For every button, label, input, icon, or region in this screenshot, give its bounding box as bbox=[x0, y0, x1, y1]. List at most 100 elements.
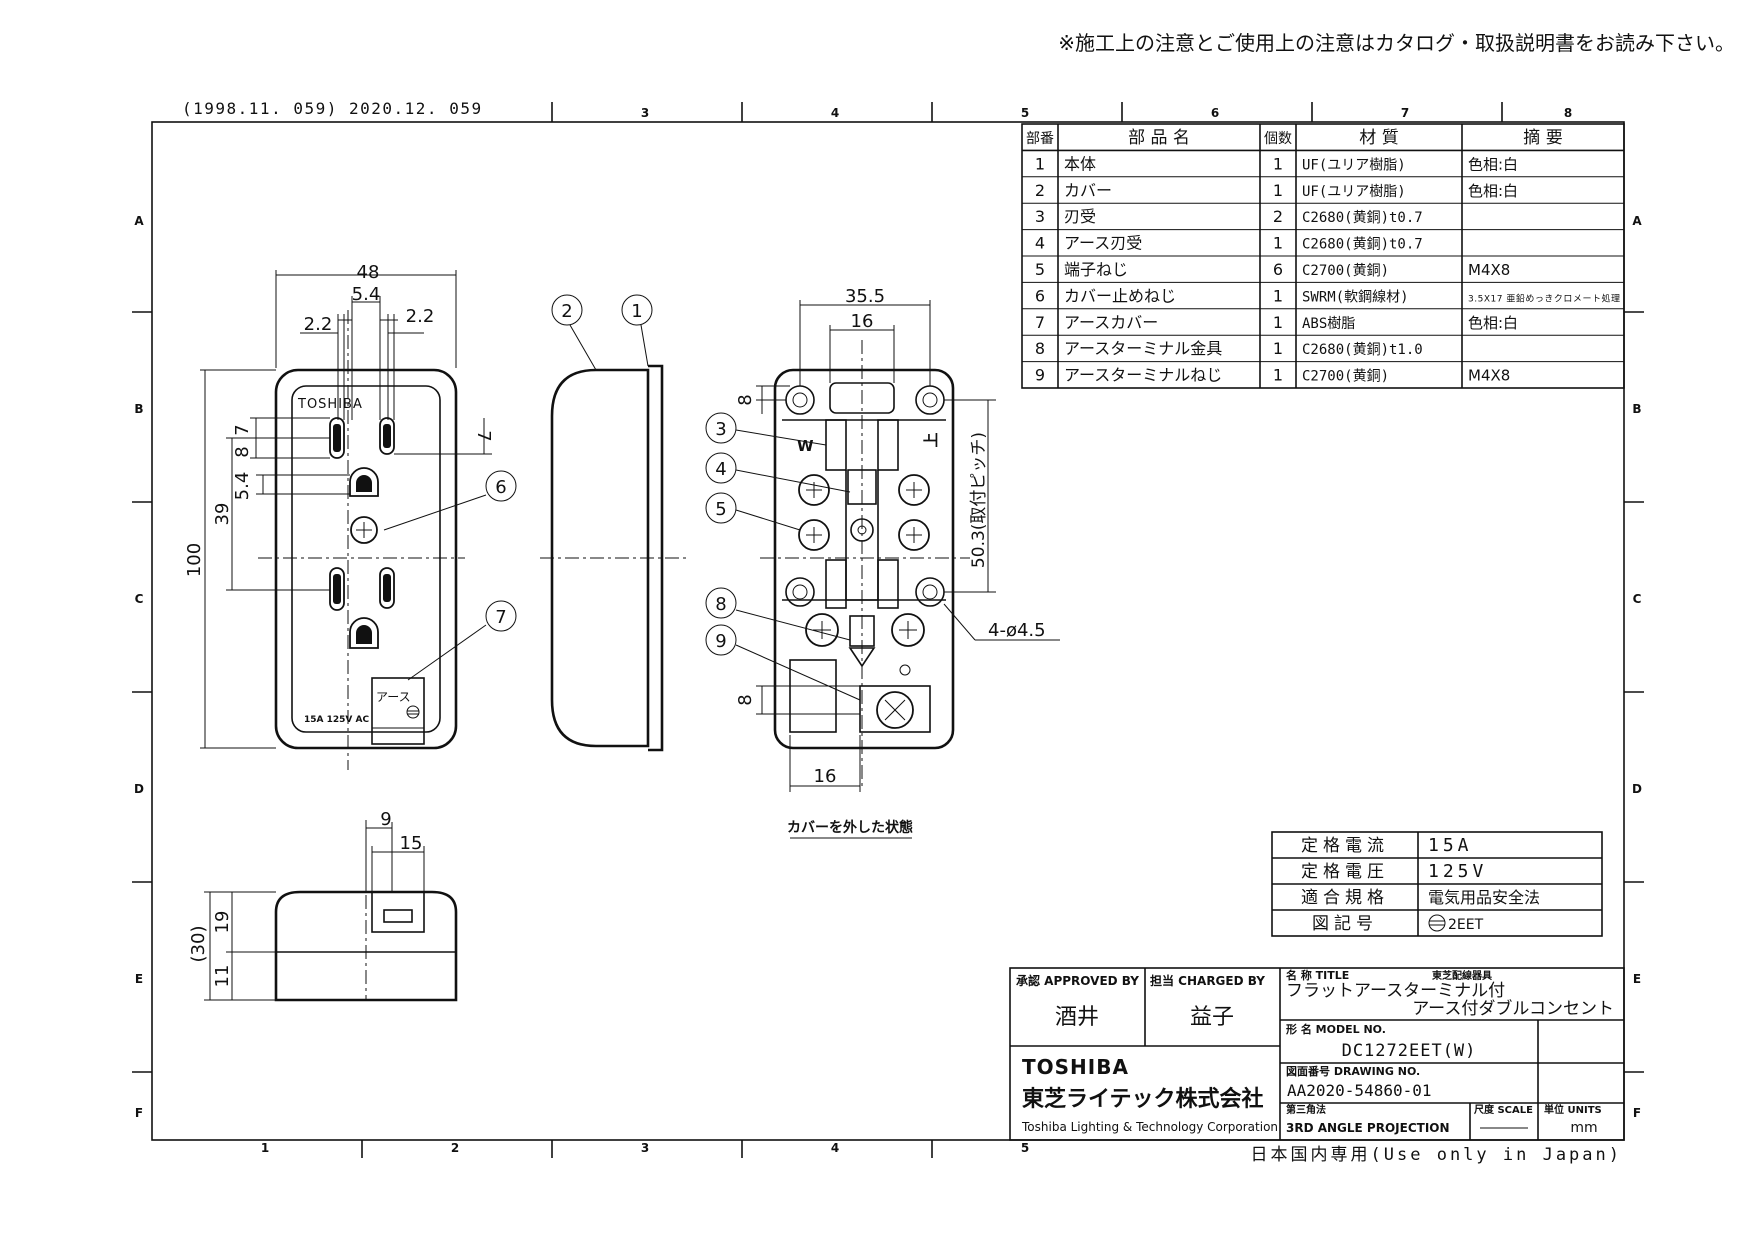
parts-table-cell: 1 bbox=[1273, 181, 1283, 200]
dim-7-left: 7 bbox=[232, 424, 253, 435]
dim-48: 48 bbox=[357, 262, 380, 283]
parts-table-header: 個数 bbox=[1264, 131, 1292, 147]
dim-50-3: 50.3(取付ピッチ) bbox=[969, 432, 989, 568]
title-line-2: アース付ダブルコンセント bbox=[1412, 998, 1614, 1019]
row-label-left: F bbox=[135, 1106, 143, 1120]
face-brand-text: TOSHIBA bbox=[297, 397, 363, 412]
company-name-jp: 東芝ライテック株式会社 bbox=[1022, 1086, 1264, 1112]
row-label-left: A bbox=[134, 214, 144, 228]
col-label-top: 8 bbox=[1564, 106, 1572, 120]
top-mark: 上 bbox=[922, 432, 940, 447]
rating-label: 適合規格 bbox=[1301, 888, 1389, 908]
approved-by: 酒井 bbox=[1055, 1005, 1099, 1030]
terminal-screw-icon bbox=[805, 613, 839, 647]
revision-text: (1998.11. 059) 2020.12. 059 bbox=[182, 99, 483, 118]
outlet-slot-icon bbox=[379, 567, 395, 609]
rating-label: 定格電流 bbox=[1301, 836, 1389, 856]
dim-5-4: 5.4 bbox=[352, 284, 381, 305]
rating-label: 定格電圧 bbox=[1301, 862, 1389, 882]
dim-30: (30) bbox=[188, 926, 209, 963]
row-label-right: A bbox=[1632, 214, 1642, 228]
balloon-5 bbox=[705, 492, 737, 524]
earth-label: アース bbox=[376, 690, 411, 704]
parts-table-cell: 8 bbox=[1035, 339, 1045, 358]
cover-screw-icon bbox=[350, 516, 378, 544]
row-label-right: D bbox=[1632, 782, 1642, 796]
dim-9: 9 bbox=[380, 809, 391, 830]
dim-11: 11 bbox=[212, 965, 233, 988]
frame-row-ticks bbox=[132, 311, 1644, 1073]
side-view bbox=[540, 324, 690, 752]
parts-table-cell: 4 bbox=[1035, 234, 1045, 253]
approved-label: 承認 APPROVED BY bbox=[1016, 973, 1139, 988]
frame-top-ticks bbox=[551, 102, 1503, 122]
balloon-1 bbox=[621, 294, 653, 326]
title-category: 東芝配線器具 bbox=[1432, 969, 1492, 982]
balloon-9 bbox=[705, 624, 737, 656]
parts-table-cell: 2 bbox=[1273, 207, 1283, 226]
w-mark: W bbox=[797, 437, 814, 455]
terminal-screw-icon bbox=[798, 474, 830, 506]
face-rating-text: 15A 125V AC bbox=[304, 715, 369, 725]
col-label-top: 3 bbox=[641, 106, 649, 120]
balloon-9-label: 9 bbox=[715, 631, 726, 652]
outlet-slot-icon bbox=[329, 417, 345, 459]
drawing-number: AA2020-54860-01 bbox=[1287, 1081, 1432, 1100]
parts-table-cell: 6 bbox=[1035, 286, 1045, 305]
parts-table-cell: UF(ユリア樹脂) bbox=[1302, 184, 1406, 200]
charged-by: 益子 bbox=[1190, 1005, 1234, 1030]
cover-removed-view bbox=[735, 300, 1060, 792]
frame-bottom-ticks bbox=[361, 1140, 933, 1158]
rating-value: 15A bbox=[1428, 835, 1473, 856]
dim-8-left: 8 bbox=[232, 446, 253, 457]
dim-7-right: 7 bbox=[473, 430, 494, 441]
dim-8-bottom: 8 bbox=[735, 694, 756, 705]
parts-table-cell: 端子ねじ bbox=[1064, 260, 1128, 279]
row-label-left: C bbox=[135, 592, 144, 606]
parts-table-cell: 1 bbox=[1273, 366, 1283, 385]
col-label-top: 6 bbox=[1211, 106, 1219, 120]
balloon-2-label: 2 bbox=[561, 301, 572, 322]
top-view bbox=[204, 820, 458, 1002]
dim-100: 100 bbox=[184, 543, 205, 577]
parts-table-cell: アースカバー bbox=[1064, 313, 1158, 332]
parts-table-cell: 色相:白 bbox=[1468, 314, 1518, 332]
row-label-right: B bbox=[1632, 402, 1641, 416]
parts-table-cell: M4X8 bbox=[1468, 261, 1510, 279]
dim-19: 19 bbox=[212, 911, 233, 934]
dim-16-top: 16 bbox=[851, 311, 874, 332]
drawing-frame bbox=[151, 121, 1625, 1141]
parts-table-header: 部 品 名 bbox=[1128, 128, 1190, 148]
parts-table-cell: 本体 bbox=[1064, 154, 1096, 173]
balloon-4 bbox=[705, 452, 737, 484]
parts-table-cell: 1 bbox=[1273, 339, 1283, 358]
terminal-screw-icon bbox=[898, 519, 930, 551]
parts-table-cell: 1 bbox=[1273, 234, 1283, 253]
outlet-slot-icon bbox=[379, 417, 395, 455]
rating-value: 125V bbox=[1428, 861, 1487, 882]
parts-table-cell: M4X8 bbox=[1468, 367, 1510, 385]
notice-text: ※施工上の注意とご使用上の注意はカタログ・取扱説明書をお読み下さい。 bbox=[1058, 31, 1735, 55]
row-label-left: E bbox=[135, 972, 143, 986]
parts-table-cell: C2700(黄銅) bbox=[1302, 368, 1389, 385]
balloon-1-label: 1 bbox=[631, 301, 642, 322]
rating-value: 電気用品安全法 bbox=[1428, 888, 1540, 907]
parts-table-cell: アース刃受 bbox=[1064, 234, 1142, 253]
units-value: mm bbox=[1570, 1120, 1597, 1136]
col-label-bottom: 1 bbox=[261, 1141, 269, 1155]
model-number: DC1272EET(W) bbox=[1342, 1041, 1477, 1061]
ground-hole-icon bbox=[349, 467, 379, 497]
balloon-3-label: 3 bbox=[715, 419, 726, 440]
dim-15: 15 bbox=[400, 833, 423, 854]
projection-label: 第三角法 bbox=[1286, 1103, 1326, 1116]
parts-table-header: 部番 bbox=[1026, 131, 1054, 147]
parts-table-cell: 7 bbox=[1035, 313, 1045, 332]
rating-label: 図記号 bbox=[1312, 914, 1378, 934]
parts-table-cell: カバー止めねじ bbox=[1064, 286, 1176, 305]
outlet-slot-icon bbox=[329, 567, 345, 611]
parts-table-header: 材 質 bbox=[1359, 128, 1398, 148]
parts-table-cell: C2680(黄銅)t0.7 bbox=[1302, 209, 1423, 226]
col-label-bottom: 5 bbox=[1021, 1141, 1029, 1155]
